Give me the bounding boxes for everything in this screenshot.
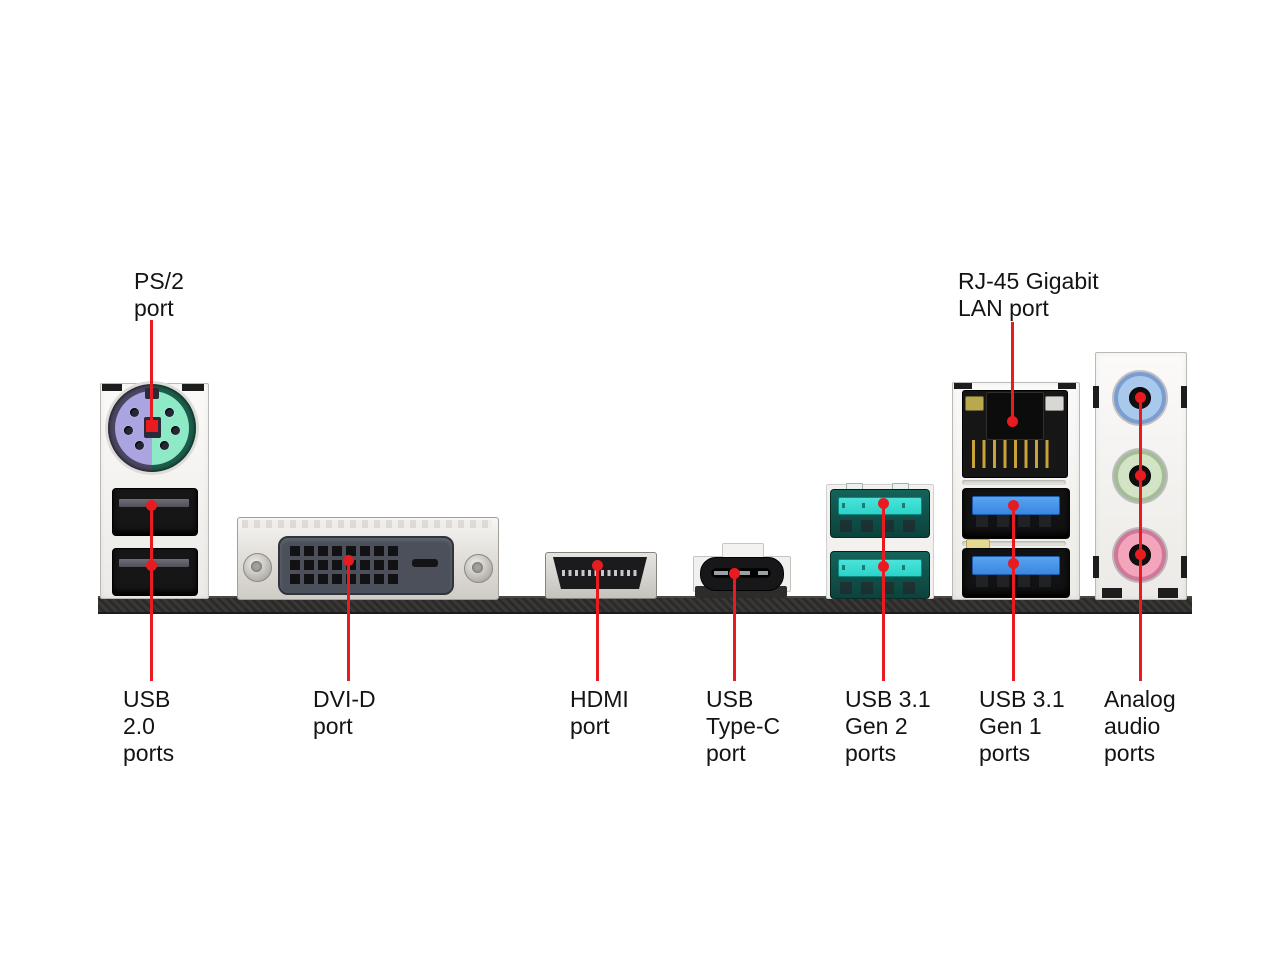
gen1-fingers [976, 575, 1054, 587]
bracket-notch [102, 384, 122, 391]
dvi-pin-row [290, 574, 398, 584]
dvi-screw-core [472, 562, 483, 573]
bracket-notch [1058, 383, 1076, 389]
bracket-slot [962, 480, 1066, 485]
dvi-pin-row [290, 546, 398, 556]
bracket-side-tab [1093, 386, 1099, 408]
leader-dot-audio-line-out [1135, 470, 1146, 481]
dvi-bracket-texture [242, 520, 492, 528]
usb2-port-top [112, 488, 198, 536]
leader-dot-usb20-bottom [146, 560, 157, 571]
bracket-side-tab [1093, 556, 1099, 578]
label-lan-port: RJ-45 Gigabit LAN port [958, 268, 1099, 321]
gen1-fingers [976, 515, 1054, 527]
label-hdmi-port: HDMI port [570, 686, 629, 739]
label-usb20-ports: USB 2.0 ports [123, 686, 175, 766]
ps2-pin-hole [171, 426, 180, 435]
label-usb31-gen1: USB 3.1 Gen 1 ports [979, 686, 1065, 766]
leader-usbc [733, 571, 736, 681]
leader-dot-gen1-top [1008, 500, 1019, 511]
bracket-foot [1102, 588, 1122, 598]
rj45-latch-tab [986, 392, 1044, 440]
bracket-side-tab [1181, 556, 1187, 578]
dvi-pin-row [290, 560, 398, 570]
leader-dot-lan [1007, 416, 1018, 427]
leader-dot-audio-line-in [1135, 392, 1146, 403]
leader-dot-usb20-top [146, 500, 157, 511]
bracket-side-tab [1181, 386, 1187, 408]
leader-usb20 [150, 503, 153, 681]
leader-dot-gen2-top [878, 498, 889, 509]
gen2-fingers [840, 520, 918, 532]
bracket-foot [1158, 588, 1178, 598]
leader-dot-audio-mic [1135, 549, 1146, 560]
ps2-pin-hole [130, 408, 139, 417]
ps2-pin-hole [124, 426, 133, 435]
leader-gen2 [882, 501, 885, 681]
leader-dot-usbc [729, 568, 740, 579]
leader-audio [1139, 395, 1142, 681]
label-usb31-gen2: USB 3.1 Gen 2 ports [845, 686, 931, 766]
bracket-notch [954, 383, 972, 389]
label-dvid-port: DVI-D port [313, 686, 376, 739]
ps2-pin-hole [165, 408, 174, 417]
bracket-notch [182, 384, 204, 391]
leader-dot-gen1-bottom [1008, 558, 1019, 569]
label-ps2-port: PS/2 port [134, 268, 184, 321]
gen2-fingers [840, 582, 918, 594]
lan-led-left [965, 396, 984, 411]
lan-led-right [1045, 396, 1064, 411]
ps2-pin-hole [135, 441, 144, 450]
label-usbc-port: USB Type-C port [706, 686, 781, 766]
hdmi-pin-row [562, 570, 638, 576]
usbc-pins [714, 571, 768, 575]
leader-dot-hdmi [592, 560, 603, 571]
leader-dot-dvid [343, 555, 354, 566]
usb2-port-bottom [112, 548, 198, 596]
dvi-screw-core [251, 561, 262, 572]
leader-dot-ps2 [146, 420, 158, 432]
dvi-blade-slot [412, 559, 438, 567]
ps2-pin-hole [160, 441, 169, 450]
leader-lan [1011, 322, 1014, 424]
leader-hdmi [596, 563, 599, 681]
leader-dot-gen2-bottom [878, 561, 889, 572]
rj45-gold-pins [972, 440, 1056, 468]
leader-ps2 [150, 320, 153, 426]
label-audio-ports: Analog audio ports [1104, 686, 1176, 766]
leader-gen1 [1012, 503, 1015, 681]
leader-dvid [347, 558, 350, 681]
